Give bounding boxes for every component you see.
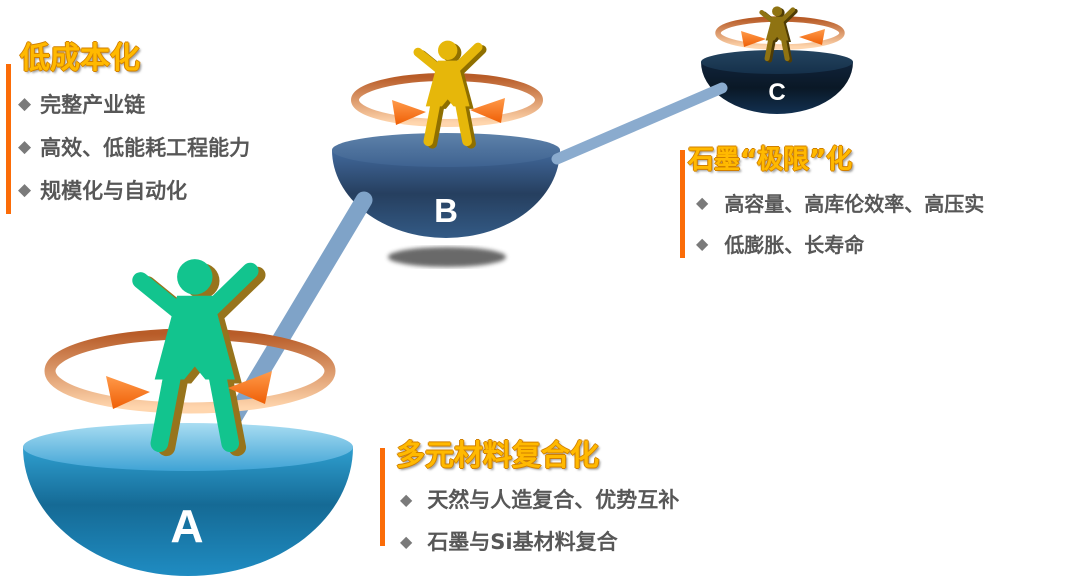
diamond-bullet-icon: ◆ [18,137,32,157]
bullet-text: 高容量、高库伦效率、高压实 [724,192,985,216]
platform-a-bowl: A [23,423,353,576]
bullet-text: 高效、低能耗工程能力 [40,136,251,160]
diamond-bullet-icon: ◆ [18,180,32,200]
bullet-text: 低膨胀、长寿命 [724,233,865,257]
bowl-a-top-surface [23,423,353,471]
platform-b-bowl: B [332,133,560,238]
diamond-bullet-icon: ◆ [696,234,709,253]
diamond-bullet-icon: ◆ [696,193,709,212]
list-item: ◆ 低膨胀、长寿命 [696,229,984,258]
ring-b-left-arrow-icon [392,100,426,125]
callout-graphite-limit-title: 石墨“极限”化 [688,145,853,175]
bowl-a-body [23,447,353,576]
bowl-c-top-surface [701,50,853,74]
person-a-figure [141,259,251,443]
callout-low-cost: 低成本化 ◆ 完整产业链 ◆ 高效、低能耗工程能力 ◆ 规模化与自动化 [6,41,250,214]
diamond-bullet-icon: ◆ [400,489,413,509]
platform-c-bowl: C [701,50,853,114]
list-item: ◆ 天然与人造复合、优势互补 [400,484,679,514]
platform-c-label: C [768,79,785,106]
callout-accent-bar [380,448,385,546]
bullet-text: 天然与人造复合、优势互补 [427,488,680,512]
connector-b-to-c [551,82,728,165]
bullet-text: 规模化与自动化 [40,179,188,203]
callout-low-cost-title: 低成本化 [20,41,140,76]
bullet-text: 完整产业链 [40,93,146,117]
callout-accent-bar [6,64,11,214]
bowl-b-top-surface [332,133,560,167]
callout-graphite-limit: 石墨“极限”化 ◆ 高容量、高库伦效率、高压实 ◆ 低膨胀、长寿命 [680,144,984,258]
bowl-b-ground-shadow [388,247,506,267]
ring-b-right-arrow-icon [470,98,505,123]
bowl-b-body [332,150,560,238]
list-item: ◆ 高容量、高库伦效率、高压实 [696,188,984,217]
ring-a-left-arrow-icon [106,376,150,409]
callout-accent-bar [680,150,685,258]
list-item: ◆ 完整产业链 [18,89,250,119]
bullet-text: 石墨与Si基材料复合 [427,530,618,554]
list-item: ◆ 高效、低能耗工程能力 [18,132,250,162]
ring-a-right-arrow-icon [228,371,272,404]
ring-c-left-arrow-icon [741,31,766,47]
bowl-c-body [701,62,853,114]
callout-multi-material-title: 多元材料复合化 [396,438,600,472]
list-item: ◆ 石墨与Si基材料复合 [400,526,679,556]
diamond-bullet-icon: ◆ [400,531,413,551]
callout-multi-material: 多元材料复合化 ◆ 天然与人造复合、优势互补 ◆ 石墨与Si基材料复合 [380,438,679,556]
platform-b-label: B [434,192,458,229]
diamond-bullet-icon: ◆ [18,94,32,114]
ring-c-right-arrow-icon [799,29,825,45]
list-item: ◆ 规模化与自动化 [18,175,250,205]
platform-a-label: A [170,500,203,552]
